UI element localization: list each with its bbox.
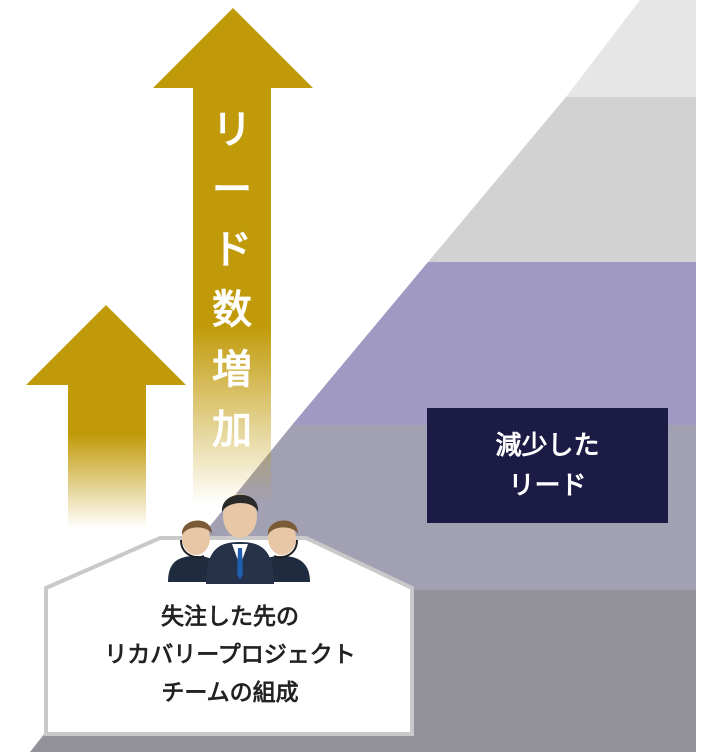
team-people-icon	[168, 494, 310, 584]
team-box-line: 失注した先の	[161, 604, 299, 630]
lead-increase-label: リ ー ド 数 増 加	[196, 100, 268, 460]
label-char: ー	[212, 167, 252, 213]
label-char: 加	[212, 407, 252, 453]
team-box	[44, 536, 414, 736]
pyramid-tier-2	[428, 97, 696, 262]
team-box-line: リカバリープロジェクト	[104, 642, 356, 668]
team-box-line: チームの組成	[161, 680, 299, 706]
reduced-leads-label: 減少した リード	[427, 426, 668, 506]
pyramid-tier-3	[292, 262, 696, 425]
label-char: 数	[212, 287, 252, 333]
big-up-arrow	[153, 8, 313, 520]
pyramid-tier-1	[566, 0, 696, 97]
reduced-leads-line: 減少した	[495, 431, 600, 461]
label-char: 増	[212, 347, 252, 393]
small-up-arrow	[26, 305, 186, 540]
label-char: リ	[212, 107, 252, 153]
team-box-label: 失注した先の リカバリープロジェクト チームの組成	[50, 598, 410, 712]
reduced-leads-line: リード	[508, 471, 587, 501]
label-char: ド	[212, 227, 252, 273]
reduced-leads-box	[427, 408, 668, 523]
